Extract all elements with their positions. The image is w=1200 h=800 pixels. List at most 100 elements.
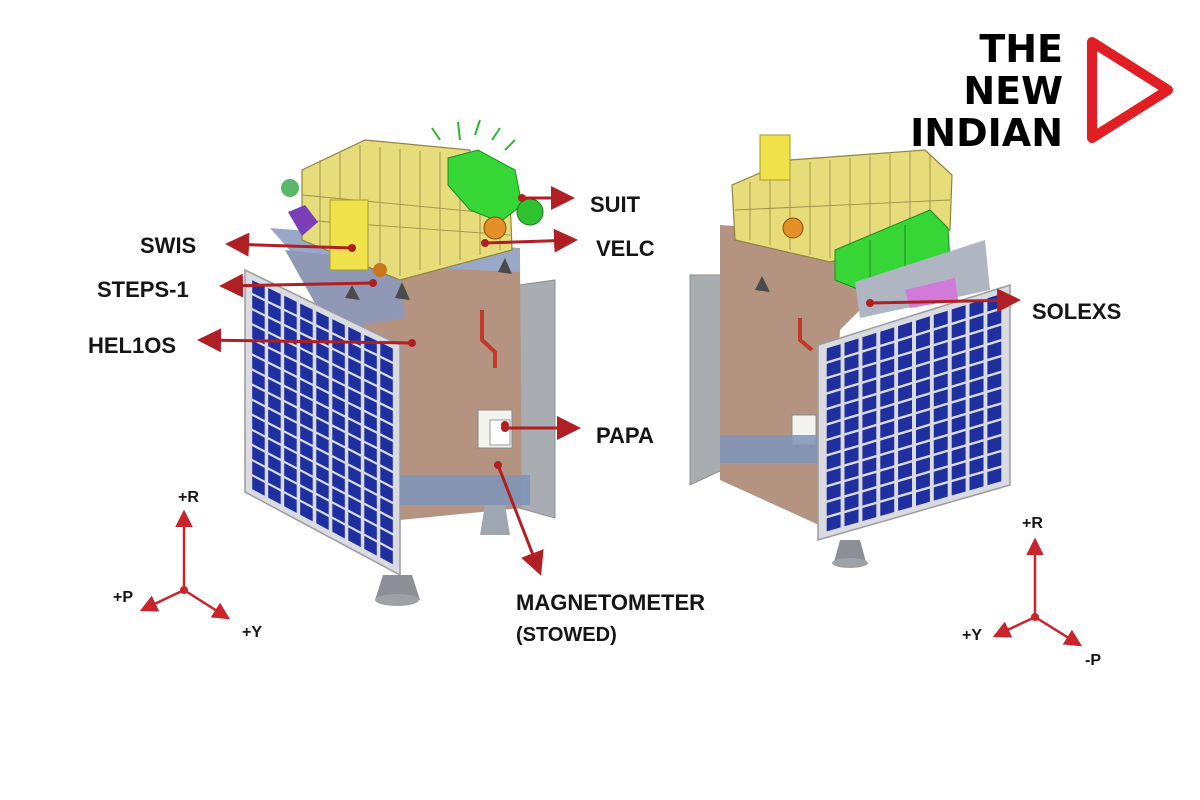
solar-cell xyxy=(380,342,393,362)
solar-cell xyxy=(844,431,859,449)
spacecraft-left xyxy=(244,119,556,606)
solar-cell xyxy=(880,420,895,439)
solar-cell xyxy=(300,349,313,369)
solar-cell xyxy=(348,342,361,362)
solar-cell xyxy=(380,466,393,487)
callout-dots xyxy=(348,194,874,469)
solar-cell xyxy=(268,378,281,398)
solar-cell xyxy=(969,378,984,396)
solar-cell xyxy=(380,528,393,549)
solar-cell xyxy=(268,454,281,474)
solar-cell xyxy=(252,476,265,496)
solar-cell xyxy=(898,384,912,402)
solar-cell xyxy=(933,436,948,454)
solar-cell xyxy=(364,443,377,463)
solar-cell xyxy=(969,457,984,475)
label-velc: VELC xyxy=(596,236,655,261)
arrow-solexs xyxy=(869,288,1021,313)
solar-cell xyxy=(916,457,930,475)
solar-cell xyxy=(380,404,393,424)
solar-cell xyxy=(951,478,966,496)
axis-label-y-right: +Y xyxy=(962,627,982,644)
steps-unit xyxy=(288,205,318,236)
solar-cell xyxy=(284,341,297,361)
solar-cell xyxy=(969,473,984,491)
solar-cell xyxy=(252,340,265,360)
solar-cell xyxy=(916,394,930,412)
solar-cell xyxy=(987,357,1002,375)
solar-cell xyxy=(933,326,948,344)
solar-cell xyxy=(252,461,265,481)
solar-cell xyxy=(332,319,345,339)
arrow-velc xyxy=(484,228,578,253)
solar-cell xyxy=(284,463,297,483)
solar-cell xyxy=(916,316,930,334)
solar-cell xyxy=(844,493,859,511)
solar-cell xyxy=(969,410,984,428)
solar-cell xyxy=(951,446,966,465)
solar-cell xyxy=(987,404,1002,423)
solar-cell xyxy=(268,394,281,414)
solar-cell xyxy=(862,379,877,397)
solar-cell xyxy=(348,419,361,439)
solar-cell xyxy=(300,395,313,415)
solar-cell xyxy=(284,371,297,391)
solar-cell xyxy=(969,394,984,412)
solar-cell xyxy=(300,440,313,461)
play-triangle-icon xyxy=(1087,37,1173,143)
solar-cell xyxy=(951,383,966,402)
solar-cell xyxy=(380,451,393,471)
solar-cell xyxy=(284,493,297,513)
axis-label-y-left: +Y xyxy=(242,624,262,641)
solar-cell xyxy=(987,436,1002,454)
solar-cell xyxy=(316,403,329,423)
solar-cell xyxy=(364,535,377,556)
solar-cell xyxy=(316,311,329,331)
solar-cell xyxy=(316,342,329,361)
solar-cell xyxy=(348,388,361,408)
solar-cell xyxy=(380,435,393,456)
solar-cell xyxy=(862,504,877,522)
solar-cell xyxy=(933,404,948,423)
solar-cell xyxy=(364,396,377,416)
solar-cell xyxy=(252,355,265,375)
solar-cell xyxy=(284,311,297,330)
solar-cell xyxy=(880,452,895,470)
solar-cell xyxy=(933,389,948,407)
solar-cell xyxy=(862,457,877,475)
solar-cell xyxy=(969,346,984,365)
solar-cell xyxy=(880,483,895,501)
solar-cell xyxy=(916,488,930,506)
solar-cell xyxy=(364,412,377,432)
solar-cell xyxy=(252,385,265,405)
solar-cell xyxy=(268,484,281,505)
solar-cell xyxy=(951,305,966,323)
solar-cell xyxy=(316,433,329,454)
solar-cell xyxy=(862,410,877,428)
label-magnetometer: MAGNETOMETER xyxy=(516,590,705,615)
solar-cell xyxy=(916,347,930,365)
solar-cell xyxy=(268,424,281,444)
label-steps-1: STEPS-1 xyxy=(97,277,189,302)
solar-cell xyxy=(364,458,377,478)
solar-cell xyxy=(332,503,345,524)
solar-cell xyxy=(268,333,281,353)
solar-cell xyxy=(348,465,361,486)
solar-cell xyxy=(916,425,930,444)
arrow-magnetometer xyxy=(496,464,544,576)
solar-cell xyxy=(284,356,297,376)
solar-cell xyxy=(316,418,329,438)
label-papa: PAPA xyxy=(596,423,654,448)
solar-cell xyxy=(284,478,297,498)
solar-cell xyxy=(898,337,912,355)
solar-cells-right xyxy=(826,294,1002,532)
axes-left: +R +P +Y xyxy=(113,489,262,641)
solar-cell xyxy=(348,404,361,424)
solar-cell xyxy=(348,512,361,532)
solar-cell xyxy=(826,344,841,362)
solar-cell xyxy=(844,478,859,496)
solar-cell xyxy=(268,439,281,459)
solar-cell xyxy=(916,441,930,459)
solar-cell xyxy=(268,303,281,322)
label-helios: HEL1OS xyxy=(88,333,176,358)
